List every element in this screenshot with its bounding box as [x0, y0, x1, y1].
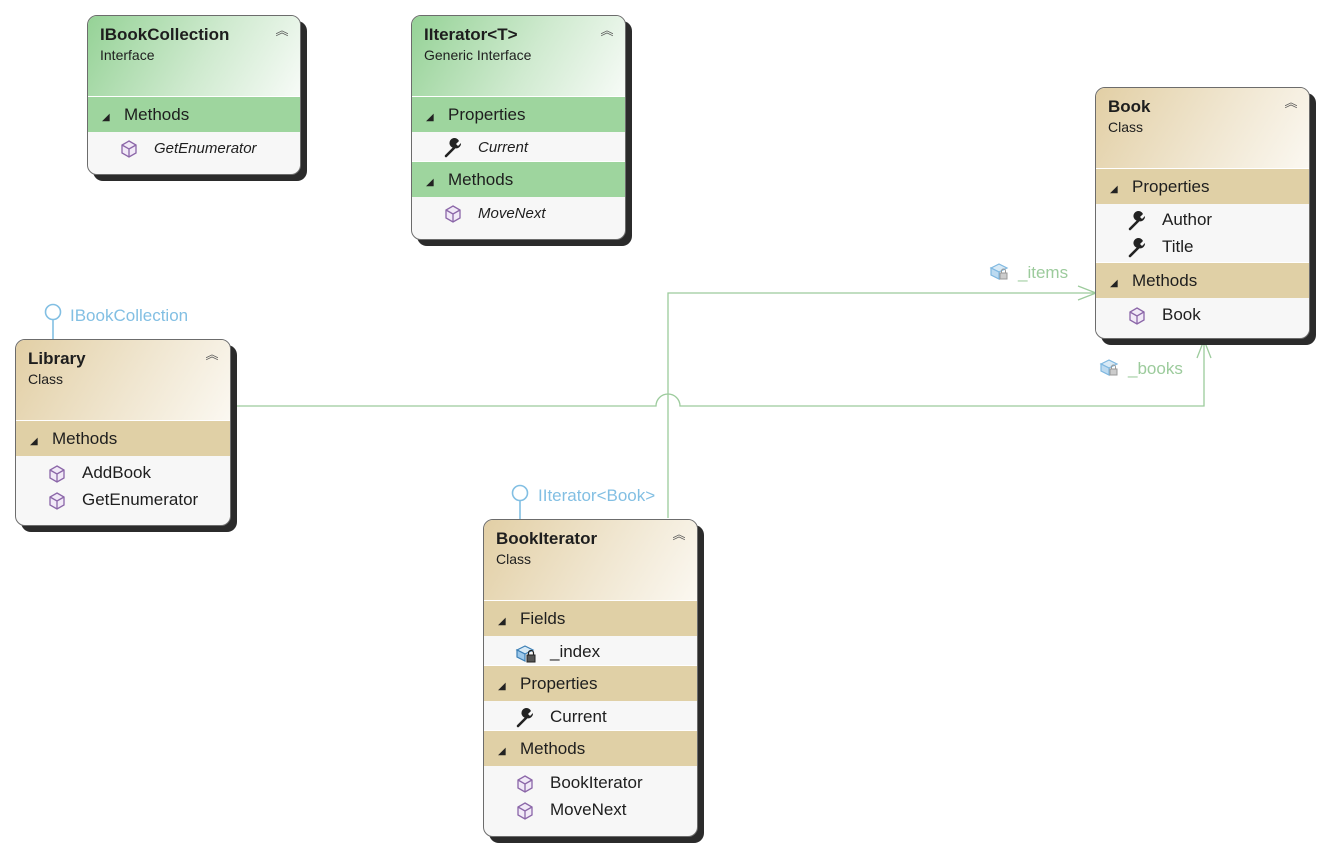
methods-section-header[interactable]: ◢Methods: [1096, 262, 1309, 298]
property-wrench-icon: [1126, 237, 1150, 259]
shape-kind: Generic Interface: [424, 47, 532, 63]
method-cube-icon: [442, 203, 466, 225]
shape-name: BookIterator: [496, 529, 598, 548]
method-cube-icon: [46, 463, 70, 485]
books-association-label: _books: [1098, 356, 1183, 383]
library-implements-lollipop: [44, 303, 62, 341]
library-shape[interactable]: Library Class ︽ ◢Methods AddBook GetEnum…: [15, 339, 231, 526]
member-method[interactable]: AddBook: [16, 459, 230, 486]
shape-header: IIterator<T> Generic Interface ︽: [412, 16, 625, 96]
shape-header: IBookCollection Interface ︽: [88, 16, 300, 96]
shape-kind: Class: [28, 371, 64, 387]
property-wrench-icon: [442, 137, 466, 159]
field-icon: [1098, 356, 1120, 383]
member-property[interactable]: Current: [484, 703, 697, 730]
shape-header: Library Class ︽: [16, 340, 230, 420]
library-implements-label: IBookCollection: [70, 306, 189, 325]
collapse-chevron-icon[interactable]: ︽: [600, 23, 614, 38]
expand-triangle-icon: ◢: [30, 436, 38, 447]
expand-triangle-icon: ◢: [498, 746, 506, 757]
method-cube-icon: [1126, 305, 1150, 327]
shape-name: Book: [1108, 97, 1151, 116]
bookiterator-implements-label: IIterator<Book>: [538, 486, 656, 505]
book-shape[interactable]: Book Class ︽ ◢Properties Author Title ◢M…: [1095, 87, 1310, 339]
properties-section-header[interactable]: ◢Properties: [484, 665, 697, 701]
method-cube-icon: [118, 138, 142, 160]
iiterator-shape[interactable]: IIterator<T> Generic Interface ︽ ◢Proper…: [411, 15, 626, 240]
expand-triangle-icon: ◢: [1110, 278, 1118, 289]
field-icon: [988, 260, 1010, 287]
private-field-icon: [514, 642, 538, 664]
method-cube-icon: [514, 773, 538, 795]
collapse-chevron-icon[interactable]: ︽: [672, 527, 686, 542]
properties-section-header[interactable]: ◢Properties: [1096, 168, 1309, 204]
expand-triangle-icon: ◢: [498, 681, 506, 692]
expand-triangle-icon: ◢: [498, 616, 506, 627]
fields-section-header[interactable]: ◢Fields: [484, 600, 697, 636]
expand-triangle-icon: ◢: [102, 112, 110, 123]
expand-triangle-icon: ◢: [1110, 184, 1118, 195]
items-association-line: [667, 292, 1096, 518]
member-method[interactable]: Book: [1096, 301, 1309, 328]
books-arrowhead: [1196, 338, 1212, 359]
shape-name: IBookCollection: [100, 25, 230, 44]
expand-triangle-icon: ◢: [426, 177, 434, 188]
collapse-chevron-icon[interactable]: ︽: [275, 23, 289, 38]
bookiterator-shape[interactable]: BookIterator Class ︽ ◢Fields _index ◢Pro…: [483, 519, 698, 837]
methods-section-header[interactable]: ◢Methods: [412, 161, 625, 197]
property-wrench-icon: [514, 707, 538, 729]
member-property[interactable]: Author: [1096, 206, 1309, 233]
expand-triangle-icon: ◢: [426, 112, 434, 123]
member-field[interactable]: _index: [484, 638, 697, 665]
methods-section-header[interactable]: ◢Methods: [484, 730, 697, 766]
method-cube-icon: [514, 800, 538, 822]
books-association-line: [231, 340, 1205, 407]
methods-section-header[interactable]: ◢Methods: [16, 420, 230, 456]
method-cube-icon: [46, 490, 70, 512]
methods-section-header[interactable]: ◢Methods: [88, 96, 300, 132]
shape-header: Book Class ︽: [1096, 88, 1309, 168]
member-property[interactable]: Title: [1096, 233, 1309, 260]
shape-name: Library: [28, 349, 86, 368]
shape-name: IIterator<T>: [424, 25, 518, 44]
shape-kind: Interface: [100, 47, 155, 63]
member-method[interactable]: MoveNext: [484, 796, 697, 823]
collapse-chevron-icon[interactable]: ︽: [1284, 95, 1298, 110]
member-method[interactable]: GetEnumerator: [88, 135, 300, 162]
member-method[interactable]: BookIterator: [484, 769, 697, 796]
member-method[interactable]: GetEnumerator: [16, 486, 230, 513]
shape-header: BookIterator Class ︽: [484, 520, 697, 600]
shape-kind: Class: [496, 551, 532, 567]
bookiterator-implements-lollipop: [511, 484, 529, 520]
items-association-label: _items: [988, 260, 1068, 287]
properties-section-header[interactable]: ◢Properties: [412, 96, 625, 132]
ibookcollection-shape[interactable]: IBookCollection Interface ︽ ◢Methods Get…: [87, 15, 301, 175]
collapse-chevron-icon[interactable]: ︽: [205, 347, 219, 362]
member-property[interactable]: Current: [412, 134, 625, 161]
shape-kind: Class: [1108, 119, 1144, 135]
property-wrench-icon: [1126, 210, 1150, 232]
member-method[interactable]: MoveNext: [412, 200, 625, 227]
